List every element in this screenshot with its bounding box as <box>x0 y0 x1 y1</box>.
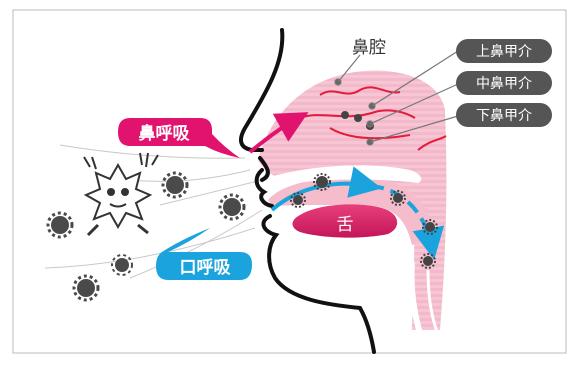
mouth-breathing-label: 口呼吸 <box>180 258 232 278</box>
nose-breathing-label: 鼻呼吸 <box>139 123 191 144</box>
germ-icon <box>354 114 362 122</box>
germ-icon <box>390 190 406 206</box>
middle-turbinate-label: 中鼻甲介 <box>476 75 532 92</box>
nose-breathing-badge: 鼻呼吸 <box>118 118 240 158</box>
frame-border <box>12 9 567 354</box>
mouth-breathing-badge: 口呼吸 <box>156 228 252 280</box>
inferior-turbinate-badge: 下鼻甲介 <box>456 103 552 127</box>
turbinate-pointers <box>334 50 459 146</box>
tongue-shape <box>292 204 398 238</box>
germ-character-icon <box>83 152 159 237</box>
germ-icon <box>111 254 133 276</box>
hard-palate <box>270 165 422 185</box>
germ-icon <box>218 193 246 221</box>
germ-icon <box>422 219 438 235</box>
germ-icon <box>72 274 100 302</box>
middle-turbinate-badge: 中鼻甲介 <box>456 71 552 95</box>
germ-icon <box>420 253 436 269</box>
germ-icon <box>313 173 331 191</box>
germ-icon <box>161 171 189 199</box>
superior-turbinate-label: 上鼻甲介 <box>476 43 532 60</box>
face-profile <box>238 28 376 354</box>
tongue-label: 舌 <box>337 215 354 235</box>
germ-icon <box>290 192 306 208</box>
outside-germs <box>46 171 246 302</box>
germ-icon <box>341 111 349 119</box>
nose-air-arrow <box>248 112 309 154</box>
nasal-cavity-label: 鼻腔 <box>352 38 386 58</box>
airway-tissue: 舌 <box>258 70 447 341</box>
throat-air-arrow <box>369 184 445 260</box>
turbinate-lines <box>299 86 447 151</box>
germ-icon <box>46 211 74 239</box>
superior-turbinate-badge: 上鼻甲介 <box>456 39 552 63</box>
inferior-turbinate-label: 下鼻甲介 <box>476 107 532 124</box>
